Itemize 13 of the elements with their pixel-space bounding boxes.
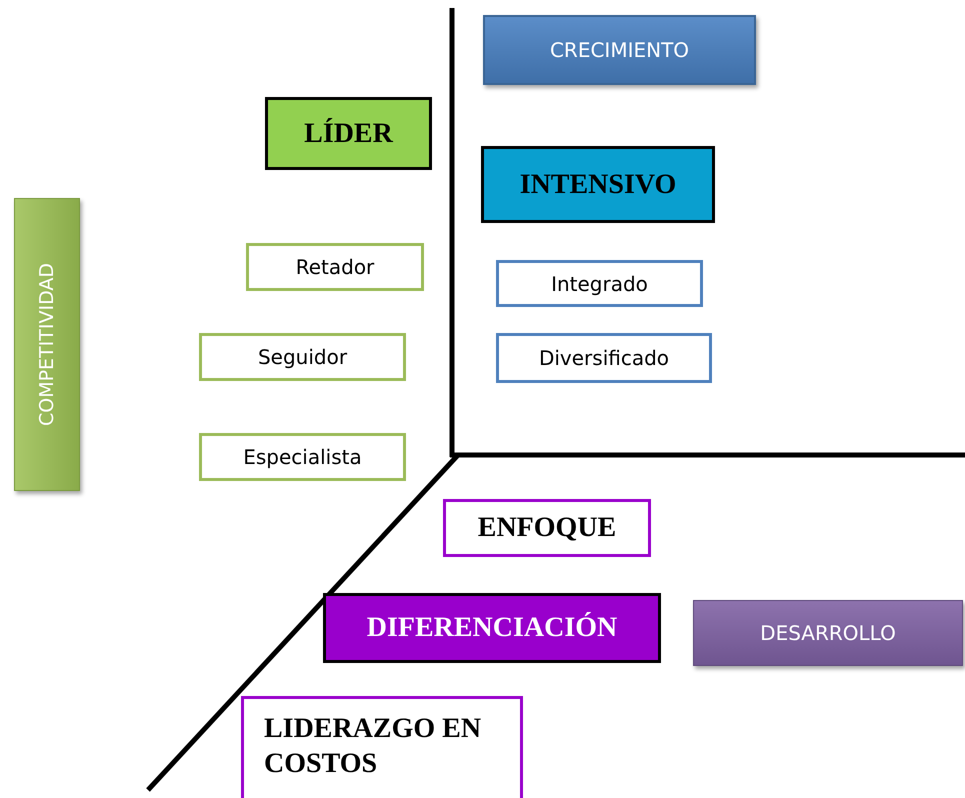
category-box: ENFOQUE <box>443 499 651 557</box>
option-box: Diversificado <box>496 333 712 383</box>
development-banner: DESARROLLO <box>693 600 963 666</box>
category-box: LIDERAZGO EN COSTOS <box>241 696 523 798</box>
competitiveness-banner: COMPETITIVIDAD <box>14 198 80 491</box>
option-box: Seguidor <box>199 333 406 381</box>
option-box: Retador <box>246 243 424 291</box>
option-box: Integrado <box>496 260 703 307</box>
growth-banner: CRECIMIENTO <box>483 15 756 85</box>
option-box: Especialista <box>199 433 406 481</box>
category-box: INTENSIVO <box>481 146 715 223</box>
category-box: DIFERENCIACIÓN <box>323 593 661 663</box>
category-box: LÍDER <box>265 97 432 170</box>
